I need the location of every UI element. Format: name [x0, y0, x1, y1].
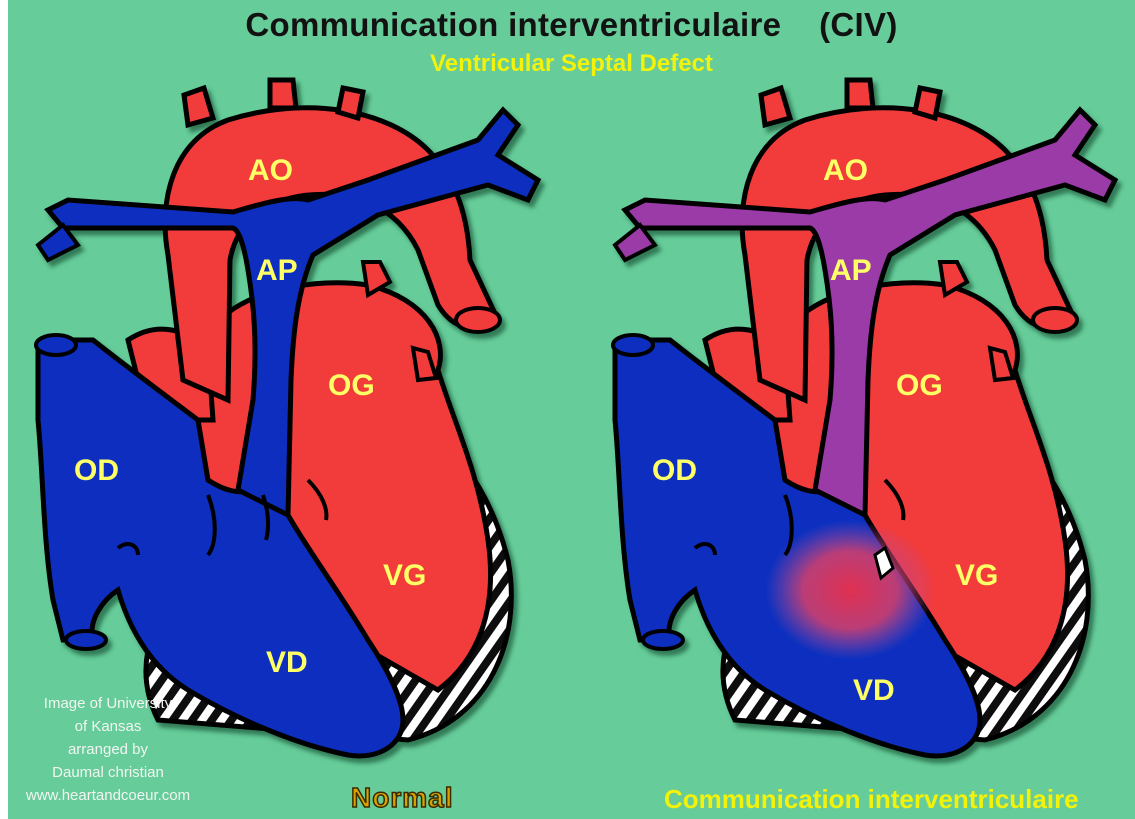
label-vd-defect: VD [853, 674, 895, 707]
label-og-defect: OG [896, 369, 943, 402]
credit-line-5: www.heartandcoeur.com [8, 784, 208, 807]
label-ao-normal: AO [248, 154, 293, 187]
credit-line-3: arranged by [8, 738, 208, 761]
label-od-normal: OD [74, 454, 119, 487]
label-vg-normal: VG [383, 559, 426, 592]
caption-normal: Normal [351, 782, 453, 814]
label-og-normal: OG [328, 369, 375, 402]
label-vd-normal: VD [266, 646, 308, 679]
label-ap-defect: AP [830, 254, 872, 287]
credit-line-4: Daumal christian [8, 761, 208, 784]
diagram-canvas: Communication interventriculaire (CIV) V… [8, 0, 1135, 819]
label-vg-defect: VG [955, 559, 998, 592]
credit-line-2: of Kansas [8, 715, 208, 738]
label-ap-normal: AP [256, 254, 298, 287]
caption-defect: Communication interventriculaire [664, 784, 1079, 815]
image-credit: Image of University of Kansas arranged b… [8, 692, 208, 807]
credit-line-1: Image of University [8, 692, 208, 715]
label-od-defect: OD [652, 454, 697, 487]
label-ao-defect: AO [823, 154, 868, 187]
